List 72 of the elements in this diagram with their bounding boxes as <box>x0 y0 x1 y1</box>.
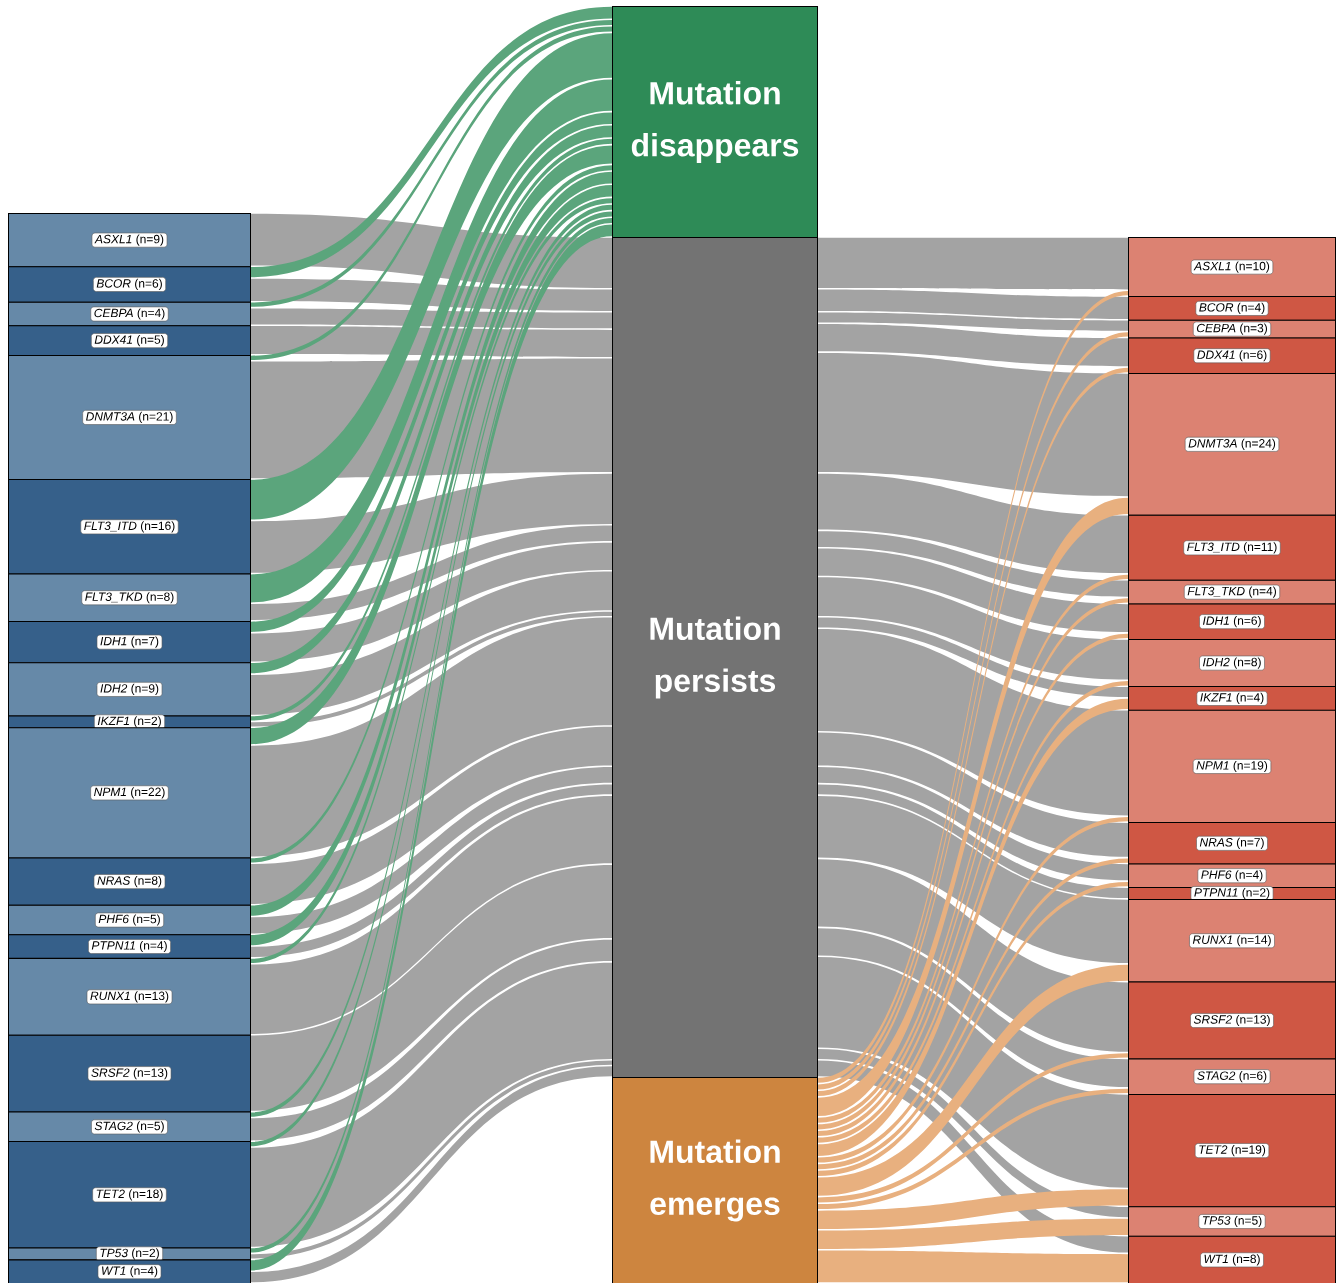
gene-bar: BCOR (n=4) <box>1128 296 1336 321</box>
category-bar: Mutation persists <box>612 237 818 1078</box>
gene-bar: DNMT3A (n=24) <box>1128 372 1336 516</box>
flow-ribbon <box>818 795 1128 964</box>
gene-bar: FLT3_TKD (n=8) <box>8 573 251 622</box>
gene-bar: WT1 (n=4) <box>8 1259 251 1283</box>
flow-ribbon <box>818 732 1128 857</box>
gene-bar: FLT3_TKD (n=4) <box>1128 579 1336 605</box>
flow-ribbon <box>818 1250 1128 1283</box>
flow-ribbon <box>251 962 612 1247</box>
gene-bar: TET2 (n=19) <box>1128 1093 1336 1208</box>
flow-ribbon <box>818 352 1128 497</box>
flow-ribbon <box>818 767 1128 881</box>
gene-bar: CEBPA (n=3) <box>1128 319 1336 339</box>
flow-ribbon <box>818 617 1128 698</box>
gene-bar: IDH2 (n=9) <box>8 662 251 717</box>
gene-bar: ASXL1 (n=9) <box>8 213 251 268</box>
flow-ribbon <box>818 1189 1128 1229</box>
flow-ribbon <box>251 767 612 934</box>
gene-bar: NRAS (n=7) <box>1128 822 1336 865</box>
flow-ribbon <box>818 629 1128 816</box>
gene-bar: PTPN11 (n=2) <box>1128 886 1336 901</box>
flow-ribbon <box>818 237 1128 290</box>
gene-bar: NRAS (n=8) <box>8 857 251 906</box>
gene-bar: DDX41 (n=5) <box>8 325 251 356</box>
flow-ribbon <box>251 795 612 1034</box>
category-bar: Mutation disappears <box>612 6 818 238</box>
gene-bar: SRSF2 (n=13) <box>8 1034 251 1113</box>
gene-bar: TP53 (n=5) <box>1128 1206 1336 1237</box>
gene-bar: STAG2 (n=6) <box>1128 1058 1336 1095</box>
flow-ribbon <box>818 473 1128 574</box>
flow-ribbon <box>251 784 612 957</box>
flow-ribbon <box>818 312 1128 331</box>
flow-ribbon <box>818 531 1128 597</box>
gene-bar: BCOR (n=6) <box>8 266 251 303</box>
gene-bar: RUNX1 (n=13) <box>8 957 251 1036</box>
gene-bar: FLT3_ITD (n=11) <box>1128 514 1336 581</box>
flow-ribbon <box>251 26 612 360</box>
flow-ribbon <box>251 617 612 857</box>
gene-bar: TP53 (n=2) <box>8 1246 251 1262</box>
flow-ribbon <box>818 784 1128 899</box>
gene-bar: STAG2 (n=5) <box>8 1111 251 1143</box>
flow-ribbon <box>818 324 1128 367</box>
flow-ribbon <box>251 726 612 904</box>
gene-bar: IDH1 (n=7) <box>8 620 251 664</box>
gene-bar: DNMT3A (n=21) <box>8 354 251 480</box>
gene-bar: CEBPA (n=4) <box>8 301 251 327</box>
gene-bar: DDX41 (n=6) <box>1128 337 1336 374</box>
flow-ribbon <box>251 571 612 715</box>
gene-bar: SRSF2 (n=13) <box>1128 981 1336 1060</box>
flow-ribbon <box>818 548 1128 633</box>
gene-bar: IDH2 (n=8) <box>1128 638 1336 688</box>
gene-bar: PTPN11 (n=4) <box>8 934 251 959</box>
flow-ribbon <box>251 939 612 1141</box>
gene-bar: FLT3_ITD (n=16) <box>8 479 251 575</box>
gene-bar: TET2 (n=18) <box>8 1141 251 1249</box>
gene-bar: RUNX1 (n=14) <box>1128 898 1336 983</box>
gene-bar: PHF6 (n=4) <box>1128 863 1336 888</box>
flow-ribbon <box>818 1088 1128 1210</box>
gene-bar: WT1 (n=8) <box>1128 1235 1336 1283</box>
category-bar: Mutation emerges <box>612 1077 818 1283</box>
gene-bar: IKZF1 (n=4) <box>1128 686 1336 711</box>
gene-bar: PHF6 (n=5) <box>8 904 251 936</box>
flow-ribbon <box>818 289 1128 319</box>
flow-ribbon <box>818 577 1128 680</box>
flow-ribbon <box>818 1218 1128 1249</box>
gene-bar: ASXL1 (n=10) <box>1128 237 1336 298</box>
flow-ribbon <box>251 864 612 1111</box>
gene-bar: NPM1 (n=19) <box>1128 709 1336 824</box>
gene-bar: IDH1 (n=6) <box>1128 603 1336 640</box>
gene-bar: NPM1 (n=22) <box>8 727 251 859</box>
flow-ribbon <box>251 33 612 520</box>
